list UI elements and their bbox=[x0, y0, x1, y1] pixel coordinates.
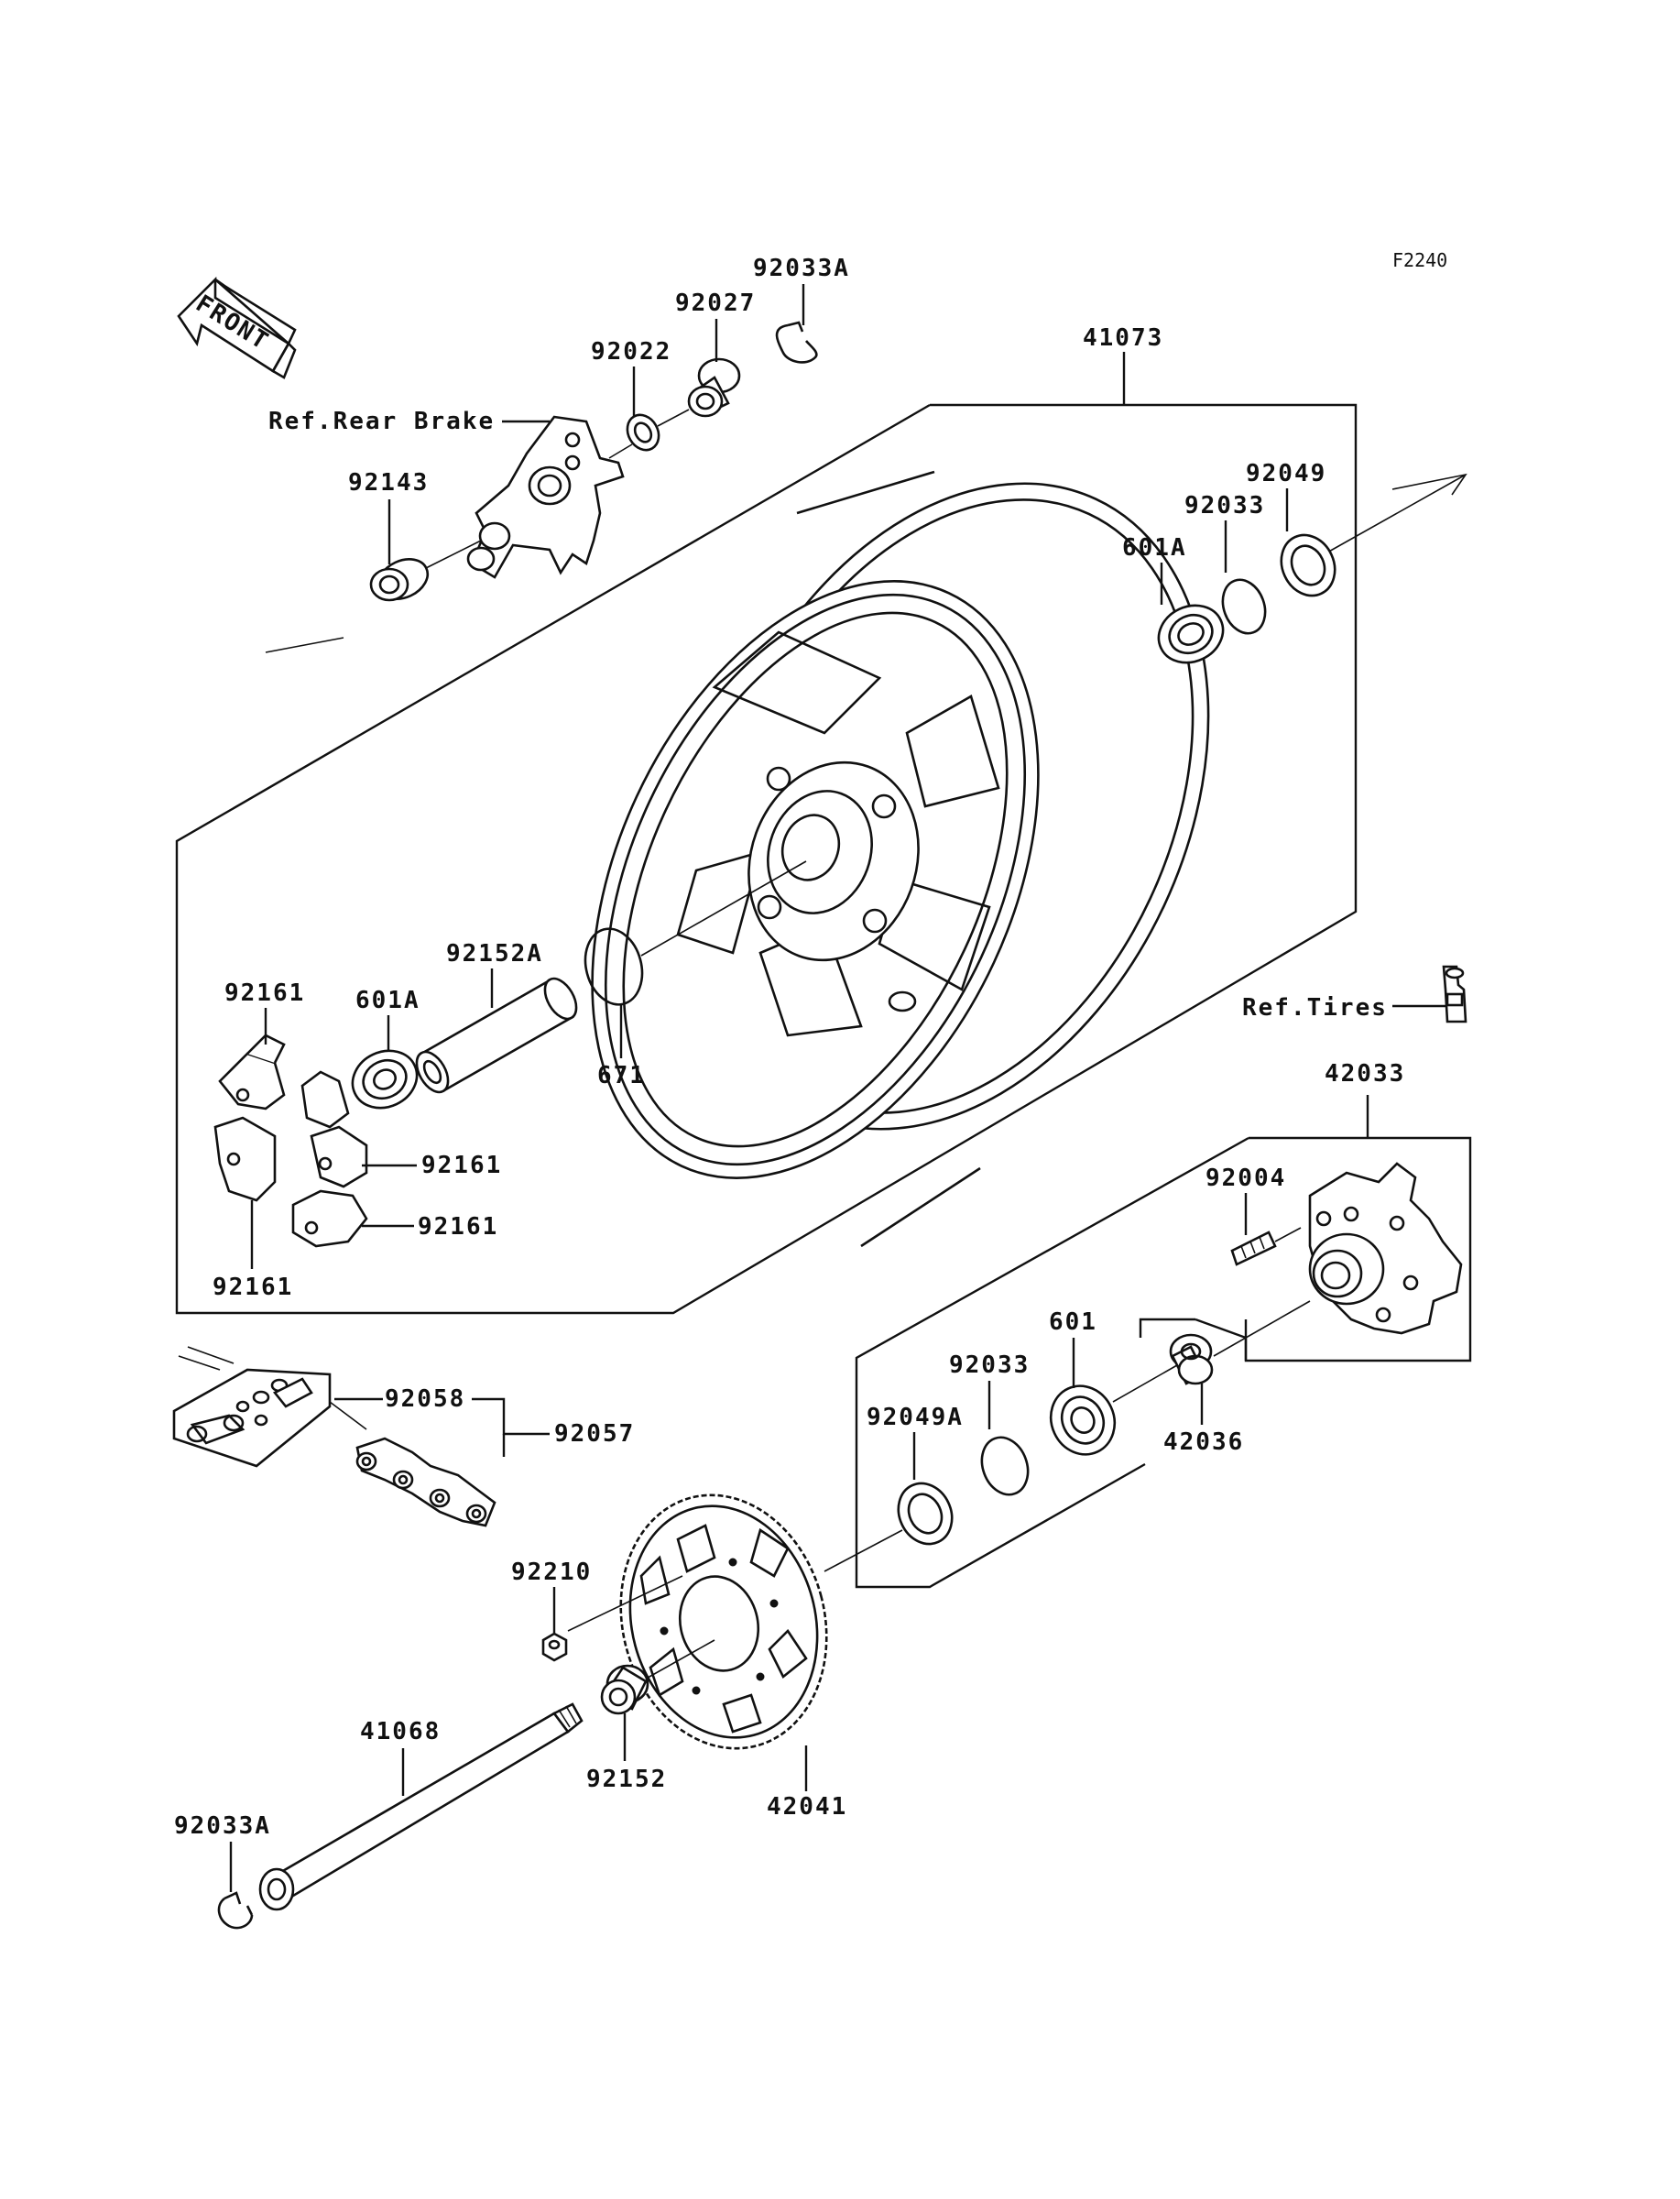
label-92161-b: 92161 bbox=[421, 1152, 502, 1179]
label-92210: 92210 bbox=[511, 1559, 592, 1586]
label-92143: 92143 bbox=[348, 469, 429, 497]
label-92057: 92057 bbox=[554, 1420, 635, 1448]
collar-92143 bbox=[369, 558, 430, 602]
collar-42036 bbox=[1169, 1333, 1214, 1385]
front-arrow-icon: FRONT bbox=[177, 276, 297, 379]
rear-sprocket-42041 bbox=[619, 1493, 828, 1750]
bearing-601 bbox=[1049, 1384, 1117, 1456]
axle-line-upper bbox=[265, 637, 344, 653]
o-ring-671 bbox=[584, 927, 644, 1006]
ring-92022 bbox=[626, 413, 660, 452]
label-42041: 42041 bbox=[767, 1793, 847, 1821]
seal-92049 bbox=[1280, 533, 1336, 597]
label-671: 671 bbox=[597, 1062, 646, 1089]
ref-rear-brake-label: Ref.Rear Brake bbox=[268, 408, 495, 435]
label-92022: 92022 bbox=[591, 338, 671, 366]
label-92161-c: 92161 bbox=[418, 1213, 498, 1241]
sprocket-hub-frame bbox=[855, 1095, 1472, 1589]
label-92004: 92004 bbox=[1205, 1165, 1286, 1192]
circlip-92033-mid bbox=[980, 1436, 1030, 1496]
label-92161-d: 92161 bbox=[213, 1274, 293, 1301]
label-92027: 92027 bbox=[675, 290, 756, 317]
drive-chain-92057 bbox=[172, 1346, 496, 1527]
bearing-601A-left bbox=[351, 1049, 419, 1110]
label-42036: 42036 bbox=[1163, 1428, 1244, 1456]
label-92033-top: 92033 bbox=[1184, 492, 1265, 520]
nut-92210 bbox=[541, 1632, 568, 1662]
label-92152: 92152 bbox=[586, 1766, 667, 1793]
circlip-92033A-top bbox=[775, 321, 818, 364]
sprocket-hub-42033 bbox=[1308, 1162, 1463, 1335]
circlip-92033A-bottom bbox=[217, 1891, 254, 1930]
label-92058: 92058 bbox=[385, 1385, 465, 1413]
label-92152A: 92152A bbox=[446, 940, 543, 968]
label-601A-top: 601A bbox=[1122, 534, 1187, 562]
collar-92152 bbox=[600, 1664, 649, 1715]
rear-brake-bracket bbox=[466, 415, 625, 579]
label-92033A-bottom: 92033A bbox=[174, 1812, 271, 1840]
label-41068: 41068 bbox=[360, 1718, 441, 1745]
label-41073: 41073 bbox=[1083, 324, 1163, 352]
label-92033-mid: 92033 bbox=[949, 1351, 1030, 1379]
circlip-92033-top bbox=[1221, 578, 1267, 635]
collar-92027 bbox=[687, 357, 741, 418]
ref-tires-label: Ref.Tires bbox=[1242, 994, 1388, 1022]
stud-92004 bbox=[1230, 1231, 1277, 1266]
label-92033A-top: 92033A bbox=[753, 255, 850, 282]
tire-valve-icon bbox=[1442, 965, 1467, 1023]
label-601A-left: 601A bbox=[355, 987, 420, 1014]
seal-92049A bbox=[897, 1482, 954, 1546]
rear-wheel bbox=[591, 470, 1210, 1248]
label-601: 601 bbox=[1049, 1308, 1097, 1336]
axle-41068 bbox=[258, 1702, 584, 1911]
label-92049A: 92049A bbox=[867, 1404, 964, 1431]
label-92049: 92049 bbox=[1246, 460, 1326, 487]
label-92161-a: 92161 bbox=[224, 979, 305, 1007]
bearing-601A-top bbox=[1157, 604, 1225, 664]
figure-code: F2240 bbox=[1392, 249, 1447, 271]
spacer-92152A bbox=[415, 977, 578, 1094]
wheel-assembly-frame bbox=[175, 352, 1358, 1315]
label-42033: 42033 bbox=[1325, 1060, 1405, 1088]
damper-rubbers-92161 bbox=[213, 1034, 368, 1248]
